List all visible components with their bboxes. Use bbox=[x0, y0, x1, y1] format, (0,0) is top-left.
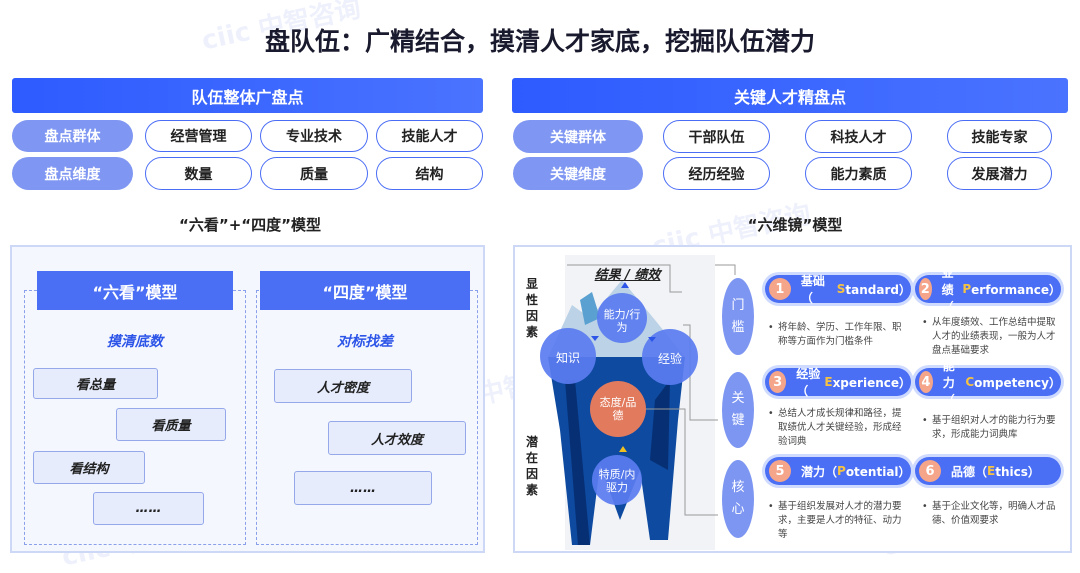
four-degree-item: 人才效度 bbox=[328, 421, 466, 455]
dimension-name: 业绩（ bbox=[941, 265, 954, 314]
row-label: 盘点群体 bbox=[12, 120, 133, 152]
tier-threshold: 门槛 bbox=[722, 278, 754, 355]
dimension-initial: S bbox=[836, 282, 846, 296]
item-pill: 经历经验 bbox=[663, 157, 770, 190]
item-pill: 质量 bbox=[260, 157, 368, 190]
four-degree-item: …… bbox=[294, 471, 432, 505]
node-label: 态度/品德 bbox=[599, 396, 637, 422]
dimension-number: 5 bbox=[769, 460, 791, 482]
dimension-desc: 基于组织对人才的能力行为要求，形成能力词典库 bbox=[922, 414, 1062, 442]
dimension-desc: 基于企业文化等，明确人才品德、价值观要求 bbox=[922, 500, 1062, 528]
dimension-name: 潜力（ bbox=[801, 464, 838, 479]
tier-label: 门槛 bbox=[731, 297, 745, 335]
left-subtitle: “六看”+“四度”模型 bbox=[178, 216, 321, 234]
item-pill: 结构 bbox=[376, 157, 483, 190]
connector-line bbox=[567, 264, 682, 293]
tier-core: 核心 bbox=[722, 460, 754, 538]
four-degree-item: 人才密度 bbox=[274, 369, 412, 403]
arrow-down-icon bbox=[648, 337, 656, 342]
dimension-english: thics） bbox=[995, 464, 1040, 479]
item-pill: 经营管理 bbox=[145, 120, 252, 152]
dimension-initial: E bbox=[987, 464, 996, 478]
dimension-english: otential） bbox=[845, 464, 911, 479]
dimension-english: xperience） bbox=[832, 375, 911, 390]
page-title: 盘队伍：广精结合，摸清人才家底，挖掘队伍潜力 bbox=[264, 27, 815, 56]
dimension-desc: 基于组织发展对人才的潜力要求，主要是人才的特征、动力等 bbox=[768, 500, 908, 542]
dimension-number: 1 bbox=[769, 278, 791, 300]
six-look-item: 看结构 bbox=[33, 451, 145, 484]
item-pill: 专业技术 bbox=[260, 120, 368, 152]
connector-line bbox=[640, 408, 718, 516]
tier-label: 关键 bbox=[731, 391, 745, 428]
dimension-english: ompetency） bbox=[974, 375, 1061, 390]
right-subtitle: “六维镜”模型 bbox=[747, 216, 843, 234]
dimension-name: 基础（ bbox=[800, 274, 825, 305]
row-label: 关键群体 bbox=[513, 120, 643, 153]
overall-inventory-header: 队伍整体广盘点 bbox=[12, 78, 483, 113]
dimension-english: erformance） bbox=[971, 282, 1061, 297]
tier-key: 关键 bbox=[722, 372, 754, 448]
node-label: 经验 bbox=[657, 352, 682, 366]
explicit-factors-label: 显性因素 bbox=[526, 277, 539, 339]
tier-label: 核心 bbox=[731, 480, 745, 517]
result-label: 结果 / 绩效 bbox=[594, 268, 661, 283]
item-pill: 干部队伍 bbox=[663, 120, 770, 153]
row-label: 盘点维度 bbox=[12, 157, 133, 190]
node-label: 知识 bbox=[555, 351, 580, 365]
connector-line bbox=[715, 264, 736, 275]
node-ability bbox=[597, 293, 647, 343]
dimension-name: 经验（ bbox=[796, 367, 821, 398]
node-knowledge bbox=[540, 328, 596, 384]
dimension-desc: 从年度绩效、工作总结中提取人才的业绩表现，一般为人才盘点基础要求 bbox=[922, 316, 1062, 358]
item-pill: 科技人才 bbox=[805, 120, 912, 153]
dimension-number: 3 bbox=[769, 371, 787, 393]
item-pill: 能力素质 bbox=[805, 157, 912, 190]
node-trait bbox=[592, 455, 642, 505]
six-look-item: 看总量 bbox=[33, 368, 158, 399]
arrow-down-icon bbox=[591, 336, 599, 341]
dimension-initial: C bbox=[965, 375, 975, 389]
four-degree-tagline: 对标找差 bbox=[337, 334, 393, 350]
four-degree-header: “四度”模型 bbox=[260, 271, 470, 310]
iceberg-shade bbox=[565, 380, 590, 545]
item-pill: 技能人才 bbox=[376, 120, 483, 152]
arrow-up-icon bbox=[621, 282, 629, 288]
six-look-tagline: 摸清底数 bbox=[107, 334, 163, 350]
iceberg-tip-shade bbox=[580, 292, 600, 325]
dimension-initial: P bbox=[962, 282, 972, 296]
dimension-desc: 将年龄、学历、工作年限、职称等方面作为门槛条件 bbox=[768, 321, 908, 349]
dimension-number: 4 bbox=[919, 371, 933, 393]
dimension-number: 2 bbox=[919, 278, 932, 300]
node-attitude bbox=[590, 381, 646, 437]
key-talent-header: 关键人才精盘点 bbox=[512, 78, 1068, 113]
dimension-initial: E bbox=[824, 375, 833, 389]
arrow-up-icon bbox=[619, 446, 627, 452]
node-experience bbox=[642, 329, 698, 385]
row-label: 关键维度 bbox=[513, 157, 643, 190]
dimension-initial: P bbox=[837, 464, 846, 478]
item-pill: 数量 bbox=[145, 157, 252, 190]
iceberg-shade bbox=[650, 380, 670, 470]
node-label: 能力/行为 bbox=[603, 308, 641, 334]
six-look-item: …… bbox=[93, 492, 204, 525]
node-label: 特质/内驱力 bbox=[598, 468, 636, 494]
item-pill: 发展潜力 bbox=[947, 157, 1052, 190]
item-pill: 技能专家 bbox=[947, 120, 1052, 153]
dimension-number: 6 bbox=[919, 460, 941, 482]
latent-factors-label: 潜在因素 bbox=[526, 435, 539, 497]
dimension-desc: 总结人才成长规律和路径，提取绩优人才关键经验，形成经验词典 bbox=[768, 407, 908, 449]
dimension-english: tandard） bbox=[845, 282, 911, 297]
dimension-name: 品德（ bbox=[951, 464, 988, 479]
six-look-header: “六看”模型 bbox=[37, 271, 233, 310]
six-look-item: 看质量 bbox=[116, 408, 226, 441]
dimension-name: 能力（ bbox=[942, 358, 955, 407]
